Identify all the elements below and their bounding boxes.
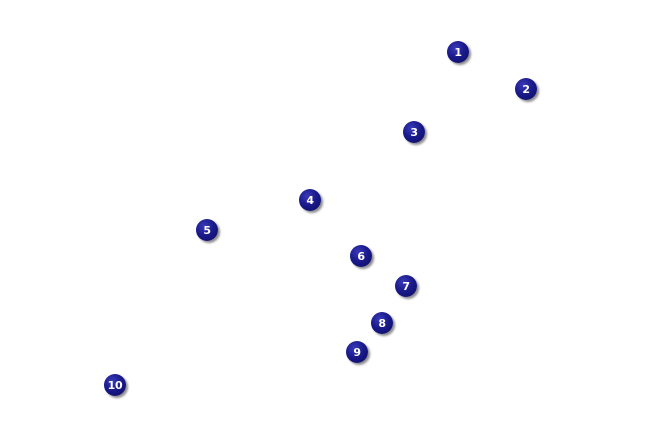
marker-9[interactable]: 9 bbox=[346, 341, 368, 363]
marker-3[interactable]: 3 bbox=[403, 121, 425, 143]
marker-9-label: 9 bbox=[353, 345, 361, 359]
marker-7[interactable]: 7 bbox=[395, 275, 417, 297]
marker-3-label: 3 bbox=[410, 125, 418, 139]
marker-8[interactable]: 8 bbox=[371, 312, 393, 334]
marker-5-label: 5 bbox=[203, 223, 211, 237]
marker-6[interactable]: 6 bbox=[350, 245, 372, 267]
marker-2-label: 2 bbox=[522, 82, 530, 96]
marker-2[interactable]: 2 bbox=[515, 78, 537, 100]
marker-4-label: 4 bbox=[306, 193, 314, 207]
marker-1[interactable]: 1 bbox=[447, 41, 469, 63]
marker-10[interactable]: 10 bbox=[104, 374, 126, 396]
marker-1-label: 1 bbox=[454, 45, 462, 59]
marker-5[interactable]: 5 bbox=[196, 219, 218, 241]
marker-10-label: 10 bbox=[107, 378, 123, 392]
marker-7-label: 7 bbox=[402, 279, 410, 293]
marker-4[interactable]: 4 bbox=[299, 189, 321, 211]
marker-8-label: 8 bbox=[378, 316, 386, 330]
marker-6-label: 6 bbox=[357, 249, 365, 263]
